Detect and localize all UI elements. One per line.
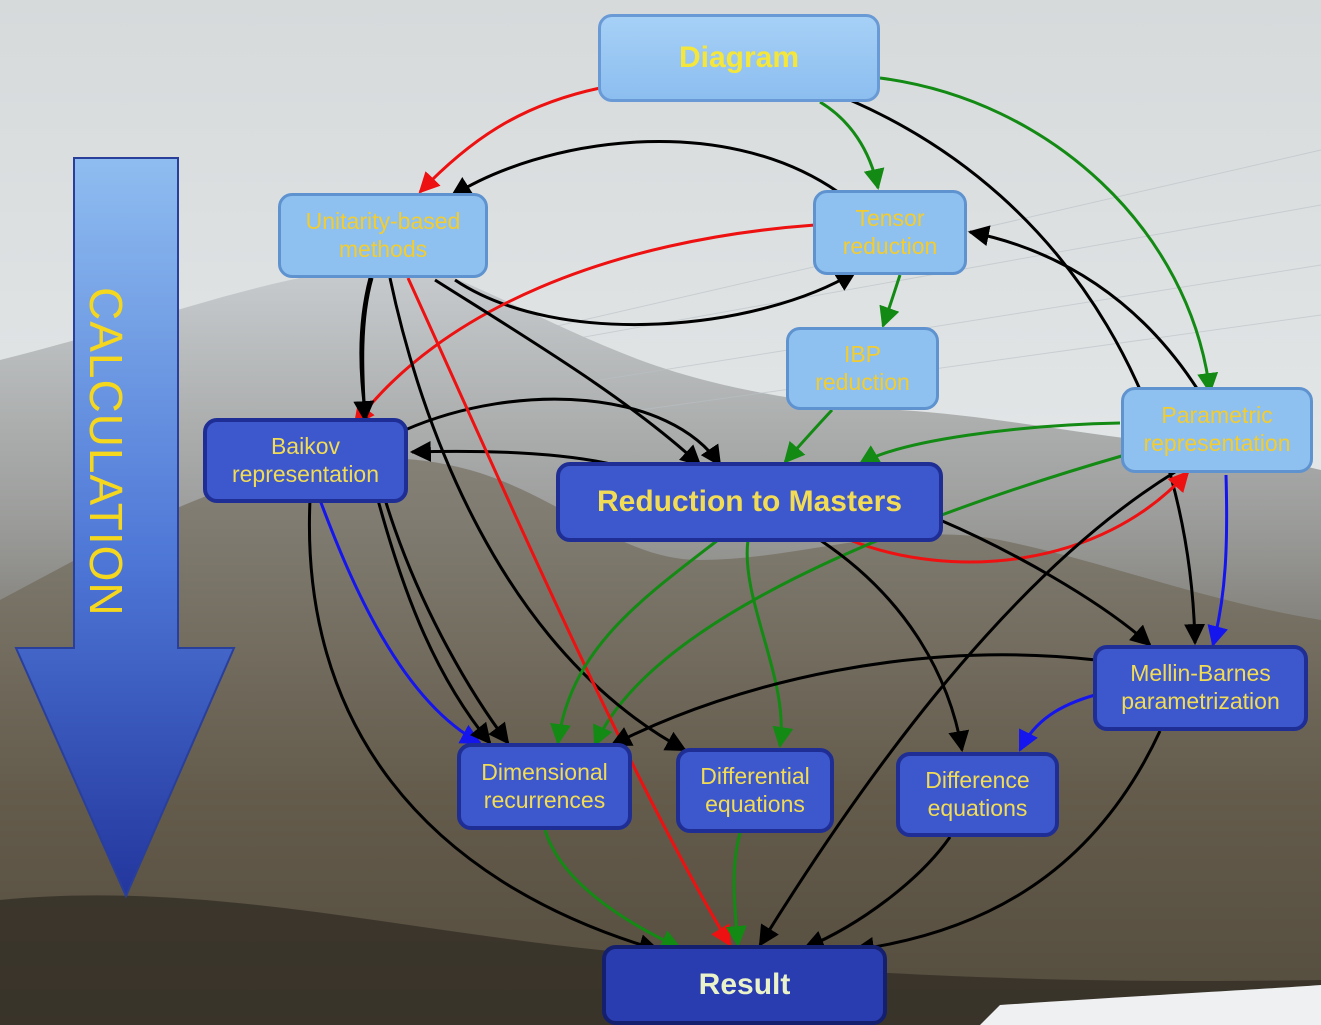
edge-masters-to-dimensional bbox=[550, 538, 719, 746]
edge-diagram-to-unitarity bbox=[418, 86, 601, 194]
edge-parametric-to-result bbox=[758, 470, 1176, 947]
edge-baikov-to-result bbox=[307, 499, 661, 955]
edge-masters-to-difference bbox=[819, 538, 970, 753]
node-dimensional-recurrences: Dimensional recurrences bbox=[457, 743, 632, 830]
edge-mellin-to-result bbox=[852, 730, 1162, 958]
edge-baikov-to-masters bbox=[404, 397, 722, 467]
edge-masters-to-mellin bbox=[939, 518, 1152, 647]
edge-mellin-to-dimensional bbox=[610, 653, 1097, 747]
node-parametric-representation: Parametric representation bbox=[1121, 387, 1313, 473]
edge-dimensional-to-result bbox=[543, 829, 682, 950]
node-result: Result bbox=[602, 945, 887, 1025]
edge-masters-to-parametric bbox=[849, 470, 1190, 564]
edge-unitarity-to-result bbox=[406, 277, 732, 947]
edge-parametric-to-mellin bbox=[1207, 474, 1229, 648]
node-differential-equations: Differential equations bbox=[676, 748, 834, 833]
node-reduction-to-masters: Reduction to Masters bbox=[556, 462, 943, 542]
edge-mellin-to-difference bbox=[1018, 693, 1096, 752]
node-difference-equations: Difference equations bbox=[896, 752, 1059, 837]
edge-unitarity-to-dimensional bbox=[359, 277, 510, 745]
edge-diagram-to-mellin bbox=[849, 98, 1206, 646]
edge-diagram-to-parametric bbox=[879, 76, 1219, 395]
node-baikov-representation: Baikov representation bbox=[203, 418, 408, 503]
edge-parametric-to-tensor bbox=[967, 225, 1200, 391]
node-tensor-reduction: Tensor reduction bbox=[813, 190, 967, 275]
edge-differential-to-result bbox=[725, 832, 747, 948]
edge-baikov-to-dimensional bbox=[376, 499, 492, 745]
edge-ibp-to-masters bbox=[783, 408, 834, 464]
edge-parametric-to-dimensional bbox=[593, 453, 1126, 747]
edge-parametric-to-masters bbox=[858, 421, 1121, 466]
edge-diagram-to-tensor bbox=[819, 100, 885, 191]
edge-unitarity-to-masters bbox=[434, 278, 702, 467]
edge-tensor-to-unitarity bbox=[450, 140, 839, 198]
edge-tensor-to-ibp bbox=[879, 274, 902, 328]
calculation-label: CALCULATION bbox=[80, 287, 132, 617]
edge-tensor-to-baikov bbox=[353, 223, 816, 426]
edge-masters-to-differential bbox=[745, 539, 794, 749]
node-mellin-barnes-parametrization: Mellin-Barnes parametrization bbox=[1093, 645, 1308, 731]
node-unitarity-based-methods: Unitarity-based methods bbox=[278, 193, 488, 278]
edge-masters-to-baikov bbox=[409, 440, 616, 467]
edge-unitarity-to-differential bbox=[388, 277, 687, 752]
edge-difference-to-result bbox=[803, 836, 952, 951]
node-ibp-reduction: IBP reduction bbox=[786, 327, 939, 410]
node-diagram: Diagram bbox=[598, 14, 880, 102]
edge-baikov-to-dimensional bbox=[318, 499, 482, 745]
